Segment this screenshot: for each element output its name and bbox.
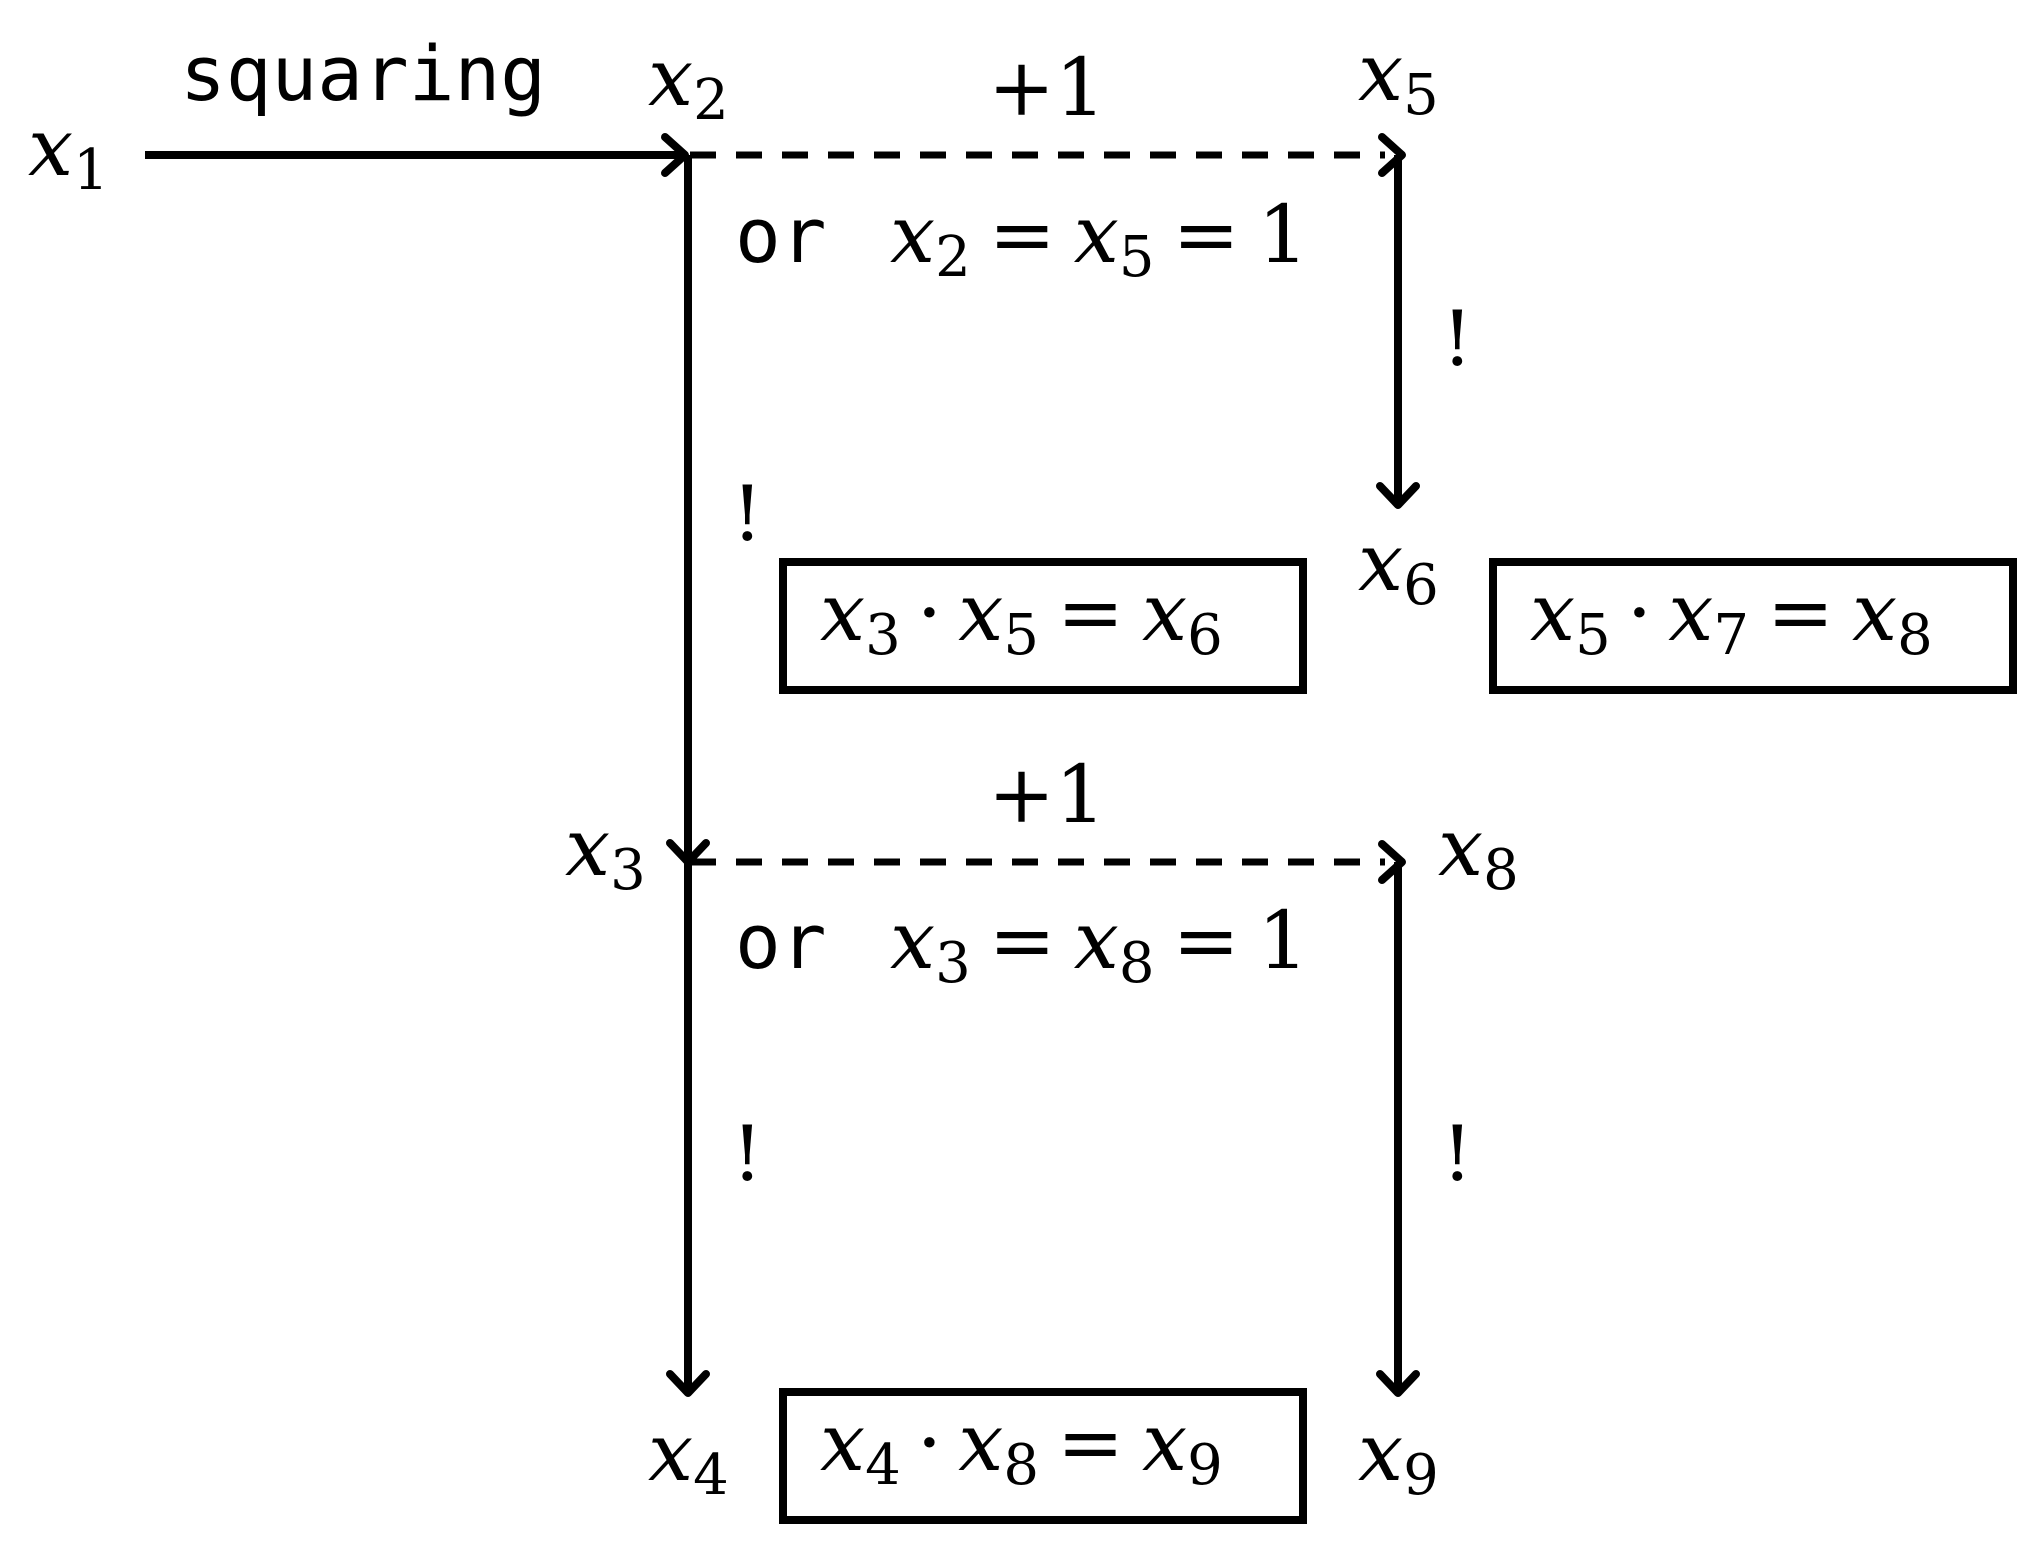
- edge-x3-x8-dashed: [690, 840, 1406, 884]
- svg-text:x5·x7=x8: x5·x7=x8: [1530, 566, 1933, 668]
- node-x4: x4: [648, 1406, 729, 1508]
- box-x4-x8-x9: x4·x8=x9: [779, 1388, 1307, 1524]
- svg-text:x3·x5=x6: x3·x5=x6: [820, 566, 1223, 668]
- svg-text:or: or: [735, 191, 827, 280]
- condition-top: or x2=x5=1: [735, 188, 1309, 290]
- node-x3: x3: [565, 801, 646, 903]
- label-bang-x8-x9: !: [1442, 1109, 1473, 1198]
- svg-text:x4·x8=x9: x4·x8=x9: [820, 1396, 1223, 1498]
- edge-squaring: [145, 133, 689, 177]
- node-x6: x6: [1358, 516, 1439, 618]
- svg-text:x3=x8=1: x3=x8=1: [890, 894, 1309, 996]
- svg-text:or: or: [735, 897, 827, 986]
- label-squaring: squaring: [180, 29, 546, 118]
- edge-x2-x3: [666, 155, 710, 866]
- label-plus-one-top: +1: [988, 41, 1106, 134]
- label-bang-x3-x4: !: [732, 1109, 763, 1198]
- box-x5-x7-x8: x5·x7=x8: [1489, 558, 2017, 694]
- node-x2: x2: [648, 31, 729, 133]
- node-x8: x8: [1438, 801, 1519, 903]
- edge-x2-x5-dashed: [690, 133, 1406, 177]
- edge-x3-x4: [666, 862, 710, 1397]
- svg-text:x2=x5=1: x2=x5=1: [890, 188, 1309, 290]
- label-bang-x2-x3: !: [732, 469, 763, 558]
- edge-x8-x9: [1376, 862, 1420, 1397]
- node-x1: x1: [28, 101, 109, 203]
- node-x9: x9: [1358, 1406, 1439, 1508]
- label-plus-one-bottom: +1: [988, 748, 1106, 841]
- box-x3-x5-x6: x3·x5=x6: [779, 558, 1307, 694]
- node-x5: x5: [1358, 26, 1439, 128]
- edge-x5-x6: [1376, 155, 1420, 509]
- label-bang-x5-x6: !: [1442, 294, 1473, 383]
- condition-bottom: or x3=x8=1: [735, 894, 1309, 996]
